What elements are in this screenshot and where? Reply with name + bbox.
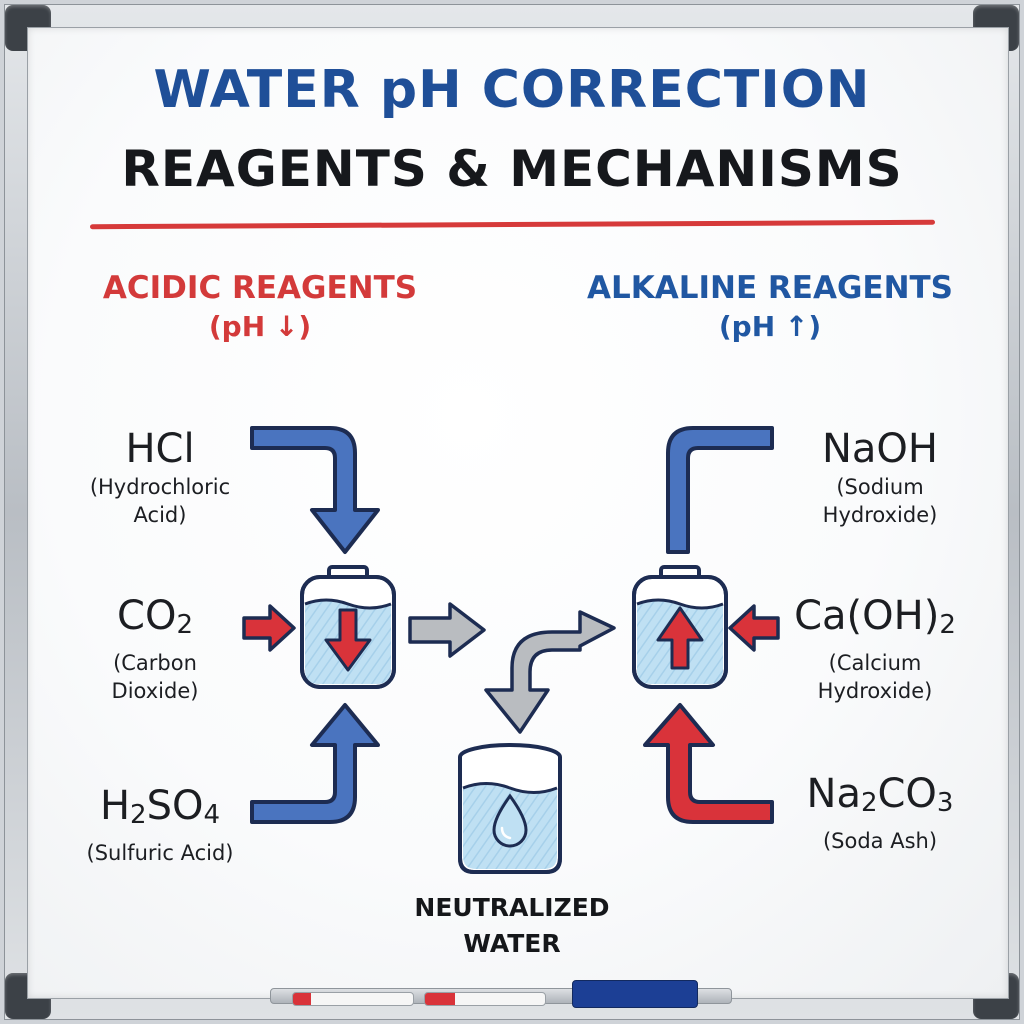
- reagent-name: (Carbon: [113, 651, 197, 675]
- reagent-na2co3: Na2CO3 (Soda Ash): [775, 770, 985, 855]
- reagent-name: Acid): [133, 503, 187, 527]
- blue-eraser[interactable]: [572, 980, 698, 1008]
- reagent-formula: Na2CO3: [806, 771, 954, 818]
- reagent-formula: H2SO4: [99, 783, 221, 830]
- h2so4-flow-arrow: [250, 703, 380, 824]
- title-line-1: WATER pH CORRECTION: [153, 60, 871, 120]
- alkaline-tank: [632, 565, 728, 689]
- neutral-line-2: WATER: [463, 929, 561, 958]
- title-line-2: REAGENTS & MECHANISMS: [121, 140, 903, 198]
- reagent-caoh2: Ca(OH)2 (Calcium Hydroxide): [775, 592, 975, 705]
- reagent-formula: Ca(OH)2: [794, 593, 956, 640]
- reagent-formula: NaOH: [822, 426, 938, 472]
- reagent-h2so4: H2SO4 (Sulfuric Acid): [55, 782, 265, 867]
- reagent-name: (Calcium: [828, 651, 922, 675]
- caoh2-flow-arrow: [728, 604, 780, 652]
- acidic-header-label: ACIDIC REAGENTS: [102, 270, 418, 306]
- hcl-flow-arrow: [250, 426, 380, 554]
- reagent-naoh: NaOH (Sodium Hydroxide): [780, 425, 980, 529]
- alkaline-header-sub: (pH ↑): [718, 310, 822, 343]
- neutralization-flow-arrow: [484, 610, 616, 734]
- acid-to-center-arrow: [408, 602, 486, 658]
- neutralized-water-tank: [458, 743, 562, 874]
- naoh-flow-pipe: [666, 426, 774, 554]
- alkaline-header-label: ALKALINE REAGENTS: [586, 270, 954, 306]
- neutralized-water-label: NEUTRALIZED WATER: [380, 890, 644, 962]
- acidic-header-sub: (pH ↓): [208, 310, 312, 343]
- reagent-name: (Sulfuric Acid): [86, 841, 234, 865]
- reagent-co2: CO2 (Carbon Dioxide): [55, 592, 255, 705]
- reagent-name: Hydroxide): [817, 679, 933, 703]
- reagent-formula: CO2: [117, 593, 193, 640]
- reagent-formula: HCl: [125, 426, 195, 472]
- red-marker[interactable]: [424, 992, 546, 1006]
- acidic-header: ACIDIC REAGENTS (pH ↓): [80, 270, 440, 343]
- acid-tank: [300, 565, 396, 689]
- red-marker[interactable]: [292, 992, 414, 1006]
- reagent-name: (Soda Ash): [822, 829, 938, 853]
- reagent-name: Hydroxide): [822, 503, 938, 527]
- neutral-line-1: NEUTRALIZED: [414, 893, 610, 922]
- na2co3-flow-arrow: [643, 703, 774, 824]
- reagent-hcl: HCl (Hydrochloric Acid): [60, 425, 260, 529]
- reagent-name: (Sodium: [836, 475, 924, 499]
- co2-flow-arrow: [242, 604, 296, 652]
- alkaline-header: ALKALINE REAGENTS (pH ↑): [560, 270, 980, 343]
- reagent-name: Dioxide): [111, 679, 199, 703]
- reagent-name: (Hydrochloric: [89, 475, 231, 499]
